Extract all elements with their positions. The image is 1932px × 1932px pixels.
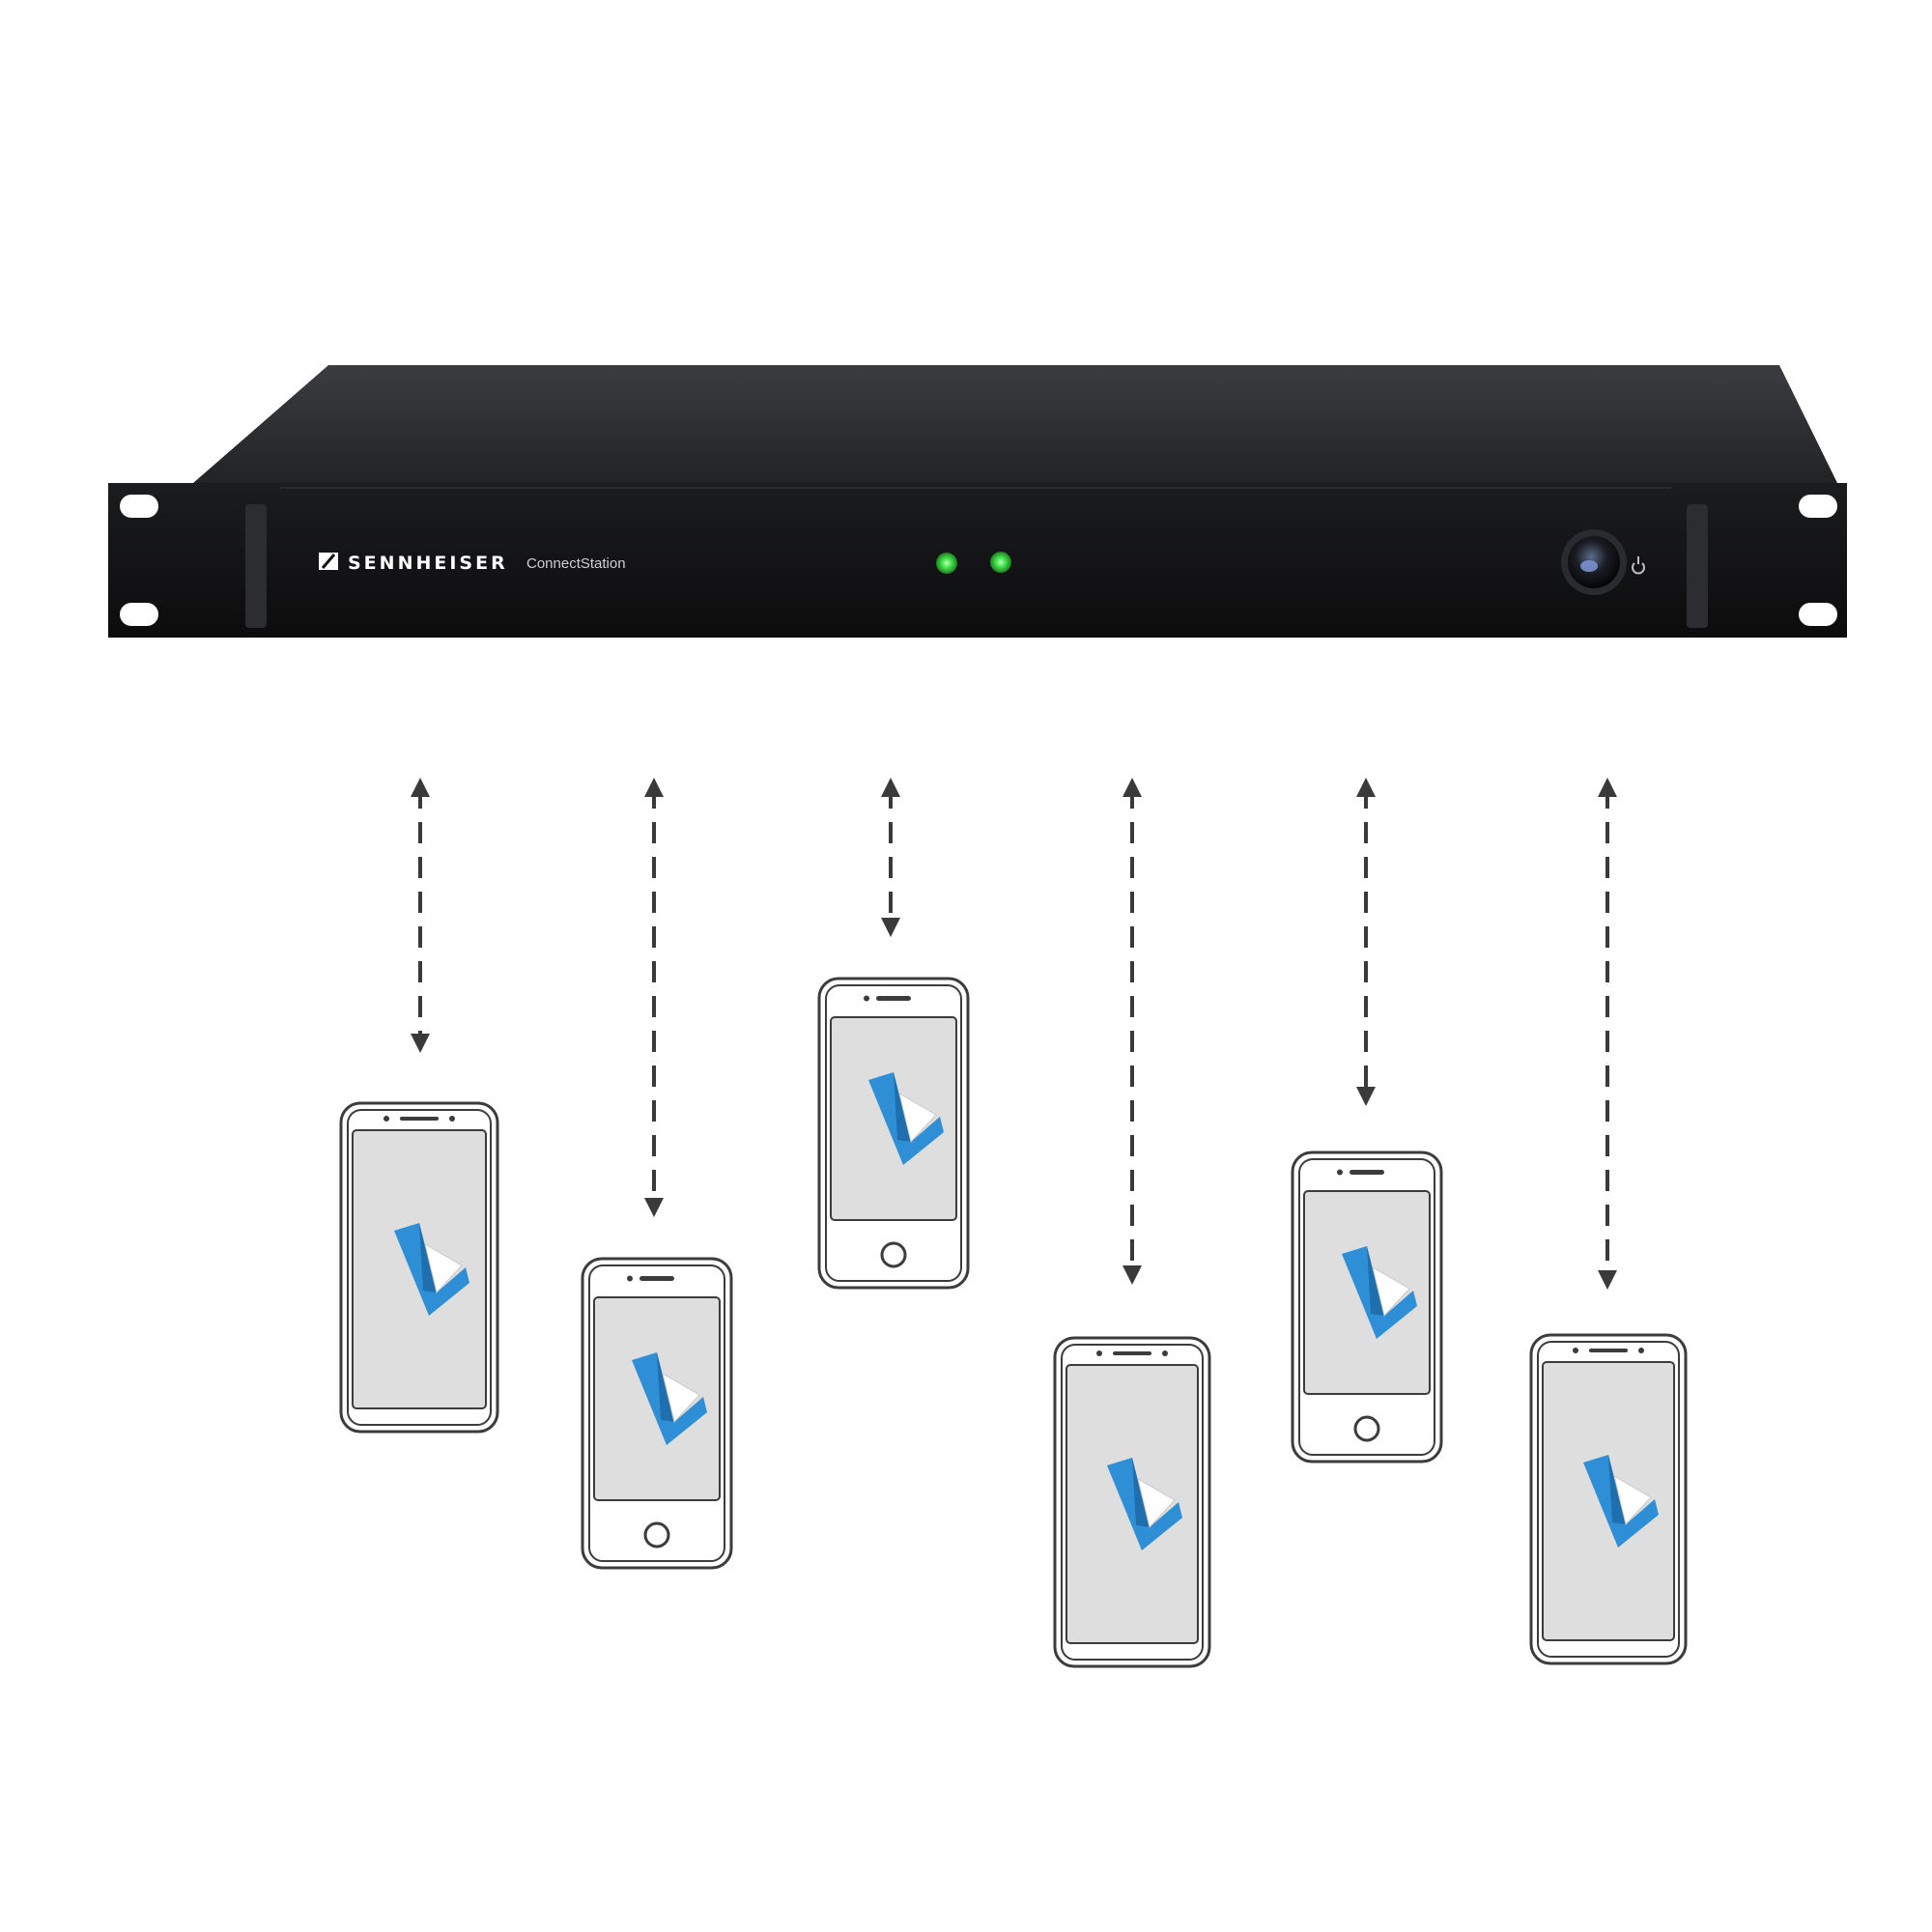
status-led-2 (990, 552, 1011, 573)
rack-device: SENNHEISER ConnectStation (108, 365, 1847, 638)
app-logo-icon (1583, 1455, 1659, 1548)
device-top-panel (193, 365, 1837, 483)
app-logo-icon (868, 1072, 944, 1165)
app-logo-icon (632, 1352, 707, 1445)
power-icon (1632, 556, 1645, 575)
rack-handle-right (1687, 504, 1708, 628)
rack-ear-hole (120, 495, 158, 518)
phone-2 (581, 1257, 733, 1570)
app-logo-icon (1342, 1246, 1417, 1339)
phone-6 (1529, 1333, 1688, 1665)
power-button[interactable] (1561, 529, 1627, 595)
phone-5 (1291, 1151, 1443, 1463)
app-logo-icon (1107, 1458, 1182, 1550)
device-front-panel (108, 483, 1847, 638)
rack-ear-hole (120, 603, 158, 626)
phone-1 (339, 1101, 499, 1434)
phones (339, 977, 1688, 1668)
model-name: ConnectStation (526, 555, 626, 572)
phone-4 (1053, 1336, 1211, 1668)
rack-ear-hole (1799, 495, 1837, 518)
sennheiser-logo-icon (319, 553, 338, 570)
rack-ear-hole (1799, 603, 1837, 626)
phone-3 (817, 977, 970, 1290)
brand-name: SENNHEISER (348, 553, 508, 574)
app-logo-icon (394, 1223, 469, 1316)
rack-handle-left (245, 504, 267, 628)
connection-arrows (411, 778, 1617, 1290)
status-led-1 (936, 553, 957, 574)
